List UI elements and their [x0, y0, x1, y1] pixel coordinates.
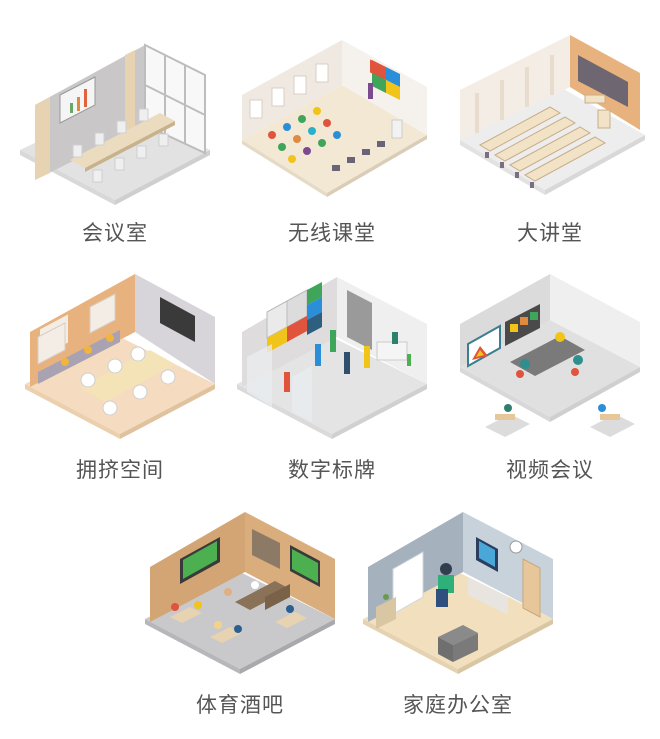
scene-label: 大讲堂: [517, 221, 583, 245]
scene-tile-video-conference[interactable]: 视频会议: [450, 262, 650, 492]
wireless-classroom-illustration: [242, 40, 427, 197]
conference-room-illustration: [20, 43, 210, 205]
huddle-space-illustration: [25, 274, 215, 439]
scene-label: 视频会议: [506, 458, 594, 482]
sports-bar-illustration: [145, 512, 335, 674]
scene-tile-lecture-hall[interactable]: 大讲堂: [450, 25, 650, 255]
scene-tile-wireless-classroom[interactable]: 无线课堂: [232, 25, 432, 255]
lecture-hall-illustration: [460, 35, 645, 195]
scene-label: 家庭办公室: [403, 693, 513, 717]
scene-label: 体育酒吧: [196, 693, 284, 717]
scene-label: 拥挤空间: [76, 458, 164, 482]
scene-tile-huddle-space[interactable]: 拥挤空间: [20, 262, 220, 492]
scene-tile-conference-room[interactable]: 会议室: [15, 25, 215, 255]
scene-label: 无线课堂: [288, 221, 376, 245]
scene-tile-sports-bar[interactable]: 体育酒吧: [140, 497, 340, 727]
scene-label: 数字标牌: [288, 458, 376, 482]
home-office-illustration: [363, 512, 553, 674]
scene-label: 会议室: [82, 221, 148, 245]
video-conference-illustration: [460, 274, 640, 437]
scene-tile-digital-signage[interactable]: 数字标牌: [232, 262, 432, 492]
scene-tile-home-office[interactable]: 家庭办公室: [358, 497, 558, 727]
digital-signage-illustration: [237, 277, 427, 439]
